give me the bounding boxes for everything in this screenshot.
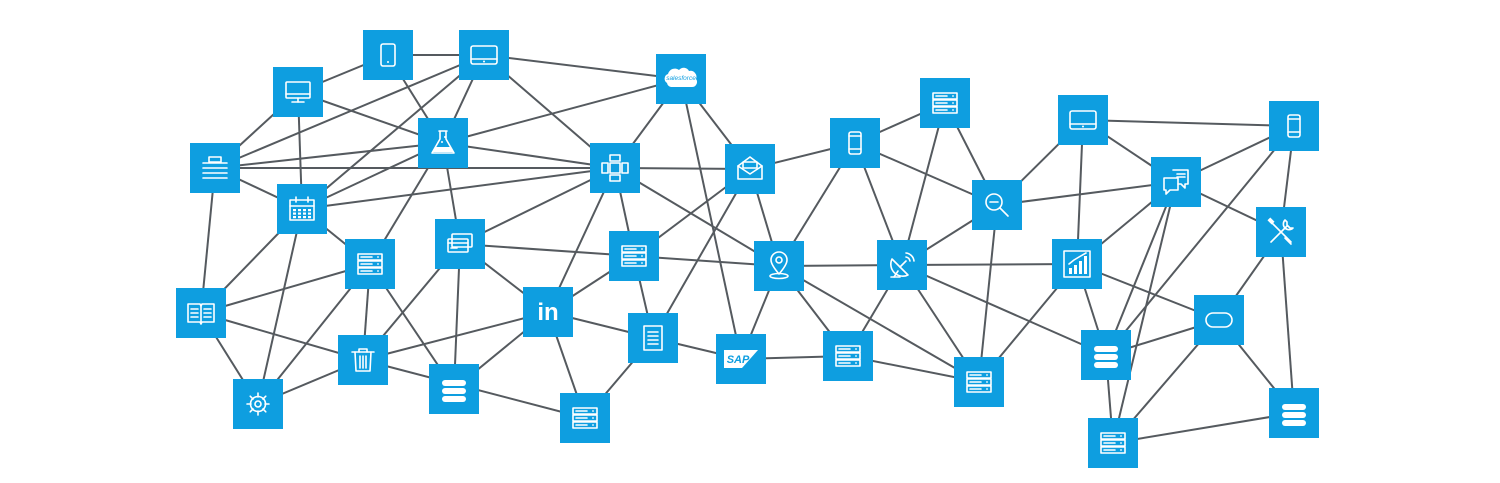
node-tile <box>418 118 468 168</box>
database-icon <box>429 364 479 414</box>
server-icon <box>609 231 659 281</box>
satellite-dish-icon <box>877 240 927 290</box>
node-tile <box>1052 239 1102 289</box>
tools-icon <box>1256 207 1306 257</box>
network-hub-icon <box>590 143 640 193</box>
connection-line <box>901 263 1078 266</box>
node-tile <box>233 379 283 429</box>
connection-line <box>362 311 549 361</box>
connection-line <box>680 78 742 360</box>
connection-line <box>978 204 998 383</box>
connection-line <box>200 312 364 361</box>
node-tile <box>754 241 804 291</box>
book-icon <box>176 288 226 338</box>
tablet-landscape-icon <box>1058 95 1108 145</box>
connection-line <box>901 264 1107 356</box>
node-tile <box>459 30 509 80</box>
sap-logo-text: SAP <box>727 354 750 366</box>
server-icon <box>823 331 873 381</box>
linkedin-logo-icon: in <box>523 287 573 337</box>
connection-line <box>459 243 635 257</box>
mobile-phone-icon <box>830 118 880 168</box>
connection-line <box>483 54 682 80</box>
node-tile <box>590 143 640 193</box>
node-tile <box>363 30 413 80</box>
node-tile <box>1151 157 1201 207</box>
document-icon <box>628 313 678 363</box>
tablet-landscape-icon <box>459 30 509 80</box>
connection-line <box>257 208 303 405</box>
salesforce-logo-icon: salesforce <box>656 54 706 104</box>
connection-line <box>214 142 444 169</box>
oracle-logo-icon <box>1194 295 1244 345</box>
gear-icon <box>233 379 283 429</box>
node-tile <box>628 313 678 363</box>
node-tile <box>277 184 327 234</box>
node-tile <box>1058 95 1108 145</box>
connection-line <box>1082 119 1295 127</box>
connection-line <box>901 102 946 266</box>
connection-line <box>1112 412 1295 444</box>
calendar-icon <box>277 184 327 234</box>
node-tile <box>725 144 775 194</box>
connection-line <box>442 78 682 144</box>
connection-line <box>1105 181 1177 356</box>
database-icon <box>1081 330 1131 380</box>
mobile-phone-icon <box>1269 101 1319 151</box>
server-icon <box>560 393 610 443</box>
connection-line <box>301 54 485 210</box>
node-tile <box>523 287 573 337</box>
monitor-icon <box>273 67 323 117</box>
linkedin-logo-text: in <box>537 299 558 326</box>
location-pin-icon <box>754 241 804 291</box>
node-tile <box>435 219 485 269</box>
node-tile <box>1269 101 1319 151</box>
server-icon <box>345 239 395 289</box>
connection-line <box>301 167 616 210</box>
tablet-icon <box>363 30 413 80</box>
connection-line <box>1112 181 1177 444</box>
bar-chart-icon <box>1052 239 1102 289</box>
salesforce-logo-text: salesforce <box>666 75 696 82</box>
connection-line <box>214 54 485 169</box>
connection-line <box>1105 125 1295 356</box>
connection-line <box>996 181 1177 206</box>
chat-icon <box>1151 157 1201 207</box>
connection-line <box>614 167 780 267</box>
connection-line <box>778 265 980 383</box>
connection-line <box>442 142 616 169</box>
search-icon <box>972 180 1022 230</box>
node-tile <box>972 180 1022 230</box>
connection-line <box>652 168 751 339</box>
database-icon <box>1269 388 1319 438</box>
server-icon <box>920 78 970 128</box>
server-icon <box>954 357 1004 407</box>
connection-line <box>200 263 371 314</box>
server-icon <box>1088 418 1138 468</box>
toolbox-icon <box>190 143 240 193</box>
node-tile <box>273 67 323 117</box>
sap-logo-icon: SAP <box>716 334 766 384</box>
flask-icon <box>418 118 468 168</box>
connection-line <box>459 167 616 245</box>
trash-icon <box>338 335 388 385</box>
email-icon <box>725 144 775 194</box>
credit-card-icon <box>435 219 485 269</box>
connection-line <box>1280 231 1295 414</box>
node-tile <box>1194 295 1244 345</box>
node-tile <box>830 118 880 168</box>
